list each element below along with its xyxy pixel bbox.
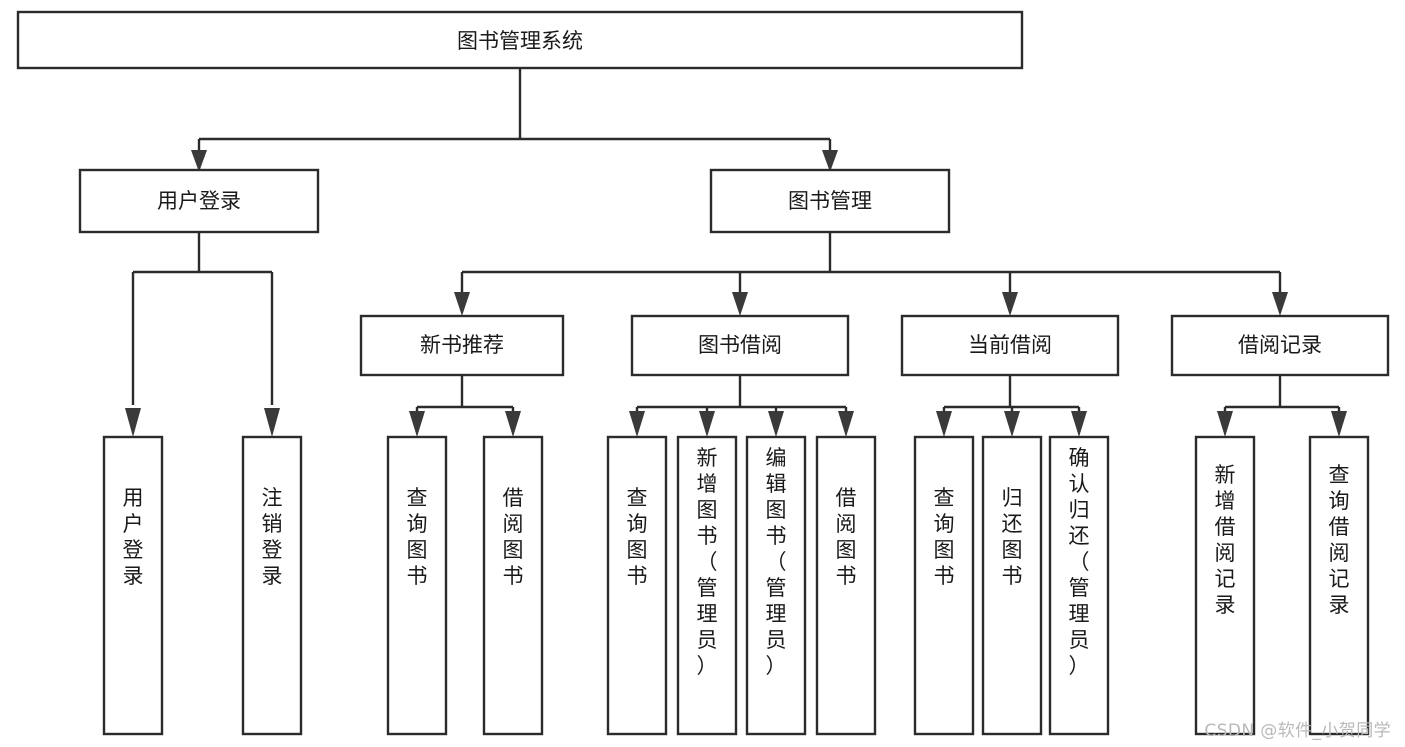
arrow-head-icon — [822, 150, 838, 172]
leaf-group: 用户登录 注销登录 查询图书 借阅图书 查询图书 新增图书（管理员） — [102, 435, 1370, 736]
node-borrow-record[interactable]: 借阅记录 — [1170, 314, 1390, 377]
node-leaf-edit-book[interactable]: 编辑图书（管理员） — [745, 435, 807, 736]
arrow-head-icon — [1217, 411, 1233, 437]
node-book-borrow-box[interactable] — [630, 314, 850, 377]
node-root-label: 图书管理系统 — [457, 29, 583, 53]
node-leaf-label: 注销登录 — [262, 486, 283, 588]
node-leaf-query-record[interactable]: 查询借阅记录 — [1308, 435, 1370, 736]
node-leaf-box[interactable] — [745, 435, 807, 736]
node-leaf-label: 确认归还（管理员） — [1069, 446, 1090, 678]
node-leaf-user-login[interactable]: 用户登录 — [102, 435, 164, 736]
node-root-box[interactable] — [16, 10, 1024, 70]
node-leaf-add-book[interactable]: 新增图书（管理员） — [676, 435, 738, 736]
node-leaf-label: 编辑图书（管理员） — [766, 446, 787, 678]
node-book-manage-label: 图书管理 — [788, 189, 872, 213]
arrow-head-icon — [699, 411, 715, 437]
node-leaf-query-book-3[interactable]: 查询图书 — [913, 435, 975, 736]
node-leaf-box[interactable] — [241, 435, 303, 736]
arrow-head-icon — [768, 411, 784, 437]
node-new-book-recommend-label: 新书推荐 — [420, 333, 504, 357]
node-leaf-label: 归还图书 — [1002, 486, 1023, 588]
node-leaf-label: 查询借阅记录 — [1329, 463, 1350, 617]
arrow-head-icon — [936, 411, 952, 437]
node-leaf-box[interactable] — [482, 435, 544, 736]
edge-group — [125, 68, 1347, 437]
arrow-head-icon — [1002, 292, 1018, 316]
node-leaf-label: 查询图书 — [934, 486, 955, 588]
arrow-head-icon — [1272, 292, 1288, 316]
node-leaf-box[interactable] — [1194, 435, 1256, 736]
node-leaf-label: 新增图书（管理员） — [697, 446, 718, 678]
node-user-login-box[interactable] — [78, 168, 320, 234]
arrow-head-icon — [191, 150, 207, 172]
node-leaf-user-logout[interactable]: 注销登录 — [241, 435, 303, 736]
node-leaf-box[interactable] — [815, 435, 877, 736]
node-user-login-label: 用户登录 — [157, 189, 241, 213]
node-leaf-label: 查询图书 — [627, 486, 648, 588]
node-current-borrow[interactable]: 当前借阅 — [900, 314, 1120, 377]
arrow-head-icon — [1071, 411, 1087, 437]
arrow-head-icon — [125, 408, 141, 437]
node-leaf-box[interactable] — [606, 435, 668, 736]
arrow-head-icon — [505, 411, 521, 437]
node-borrow-record-label: 借阅记录 — [1238, 333, 1322, 357]
node-new-book-recommend[interactable]: 新书推荐 — [359, 314, 565, 377]
node-leaf-box[interactable] — [386, 435, 448, 736]
node-leaf-box[interactable] — [676, 435, 738, 736]
node-leaf-label: 用户登录 — [123, 486, 144, 588]
node-borrow-record-box[interactable] — [1170, 314, 1390, 377]
node-leaf-box[interactable] — [913, 435, 975, 736]
node-leaf-label: 查询图书 — [407, 486, 428, 588]
node-leaf-return-book[interactable]: 归还图书 — [981, 435, 1043, 736]
node-leaf-label: 借阅图书 — [503, 486, 524, 588]
arrow-head-icon — [732, 292, 748, 316]
node-leaf-box[interactable] — [981, 435, 1043, 736]
node-leaf-query-book-1[interactable]: 查询图书 — [386, 435, 448, 736]
arrow-head-icon — [264, 408, 280, 437]
node-leaf-borrow-book-1[interactable]: 借阅图书 — [482, 435, 544, 736]
node-leaf-label: 借阅图书 — [836, 486, 857, 588]
node-leaf-box[interactable] — [102, 435, 164, 736]
node-book-borrow-label: 图书借阅 — [698, 333, 782, 357]
arrow-head-icon — [629, 411, 645, 437]
node-leaf-label: 新增借阅记录 — [1215, 463, 1236, 617]
node-user-login[interactable]: 用户登录 — [78, 168, 320, 234]
node-root[interactable]: 图书管理系统 — [16, 10, 1024, 70]
node-book-manage[interactable]: 图书管理 — [709, 168, 951, 234]
node-current-borrow-box[interactable] — [900, 314, 1120, 377]
arrow-head-icon — [1004, 411, 1020, 437]
node-leaf-add-record[interactable]: 新增借阅记录 — [1194, 435, 1256, 736]
node-leaf-query-book-2[interactable]: 查询图书 — [606, 435, 668, 736]
arrow-head-icon — [454, 292, 470, 316]
arrow-head-icon — [409, 411, 425, 437]
arrow-head-icon — [1331, 411, 1347, 437]
arrow-head-icon — [838, 411, 854, 437]
node-current-borrow-label: 当前借阅 — [968, 333, 1052, 357]
node-book-borrow[interactable]: 图书借阅 — [630, 314, 850, 377]
node-leaf-borrow-book-2[interactable]: 借阅图书 — [815, 435, 877, 736]
node-new-book-recommend-box[interactable] — [359, 314, 565, 377]
node-leaf-confirm-return[interactable]: 确认归还（管理员） — [1048, 435, 1110, 736]
node-leaf-box[interactable] — [1048, 435, 1110, 736]
node-book-manage-box[interactable] — [709, 168, 951, 234]
node-leaf-box[interactable] — [1308, 435, 1370, 736]
